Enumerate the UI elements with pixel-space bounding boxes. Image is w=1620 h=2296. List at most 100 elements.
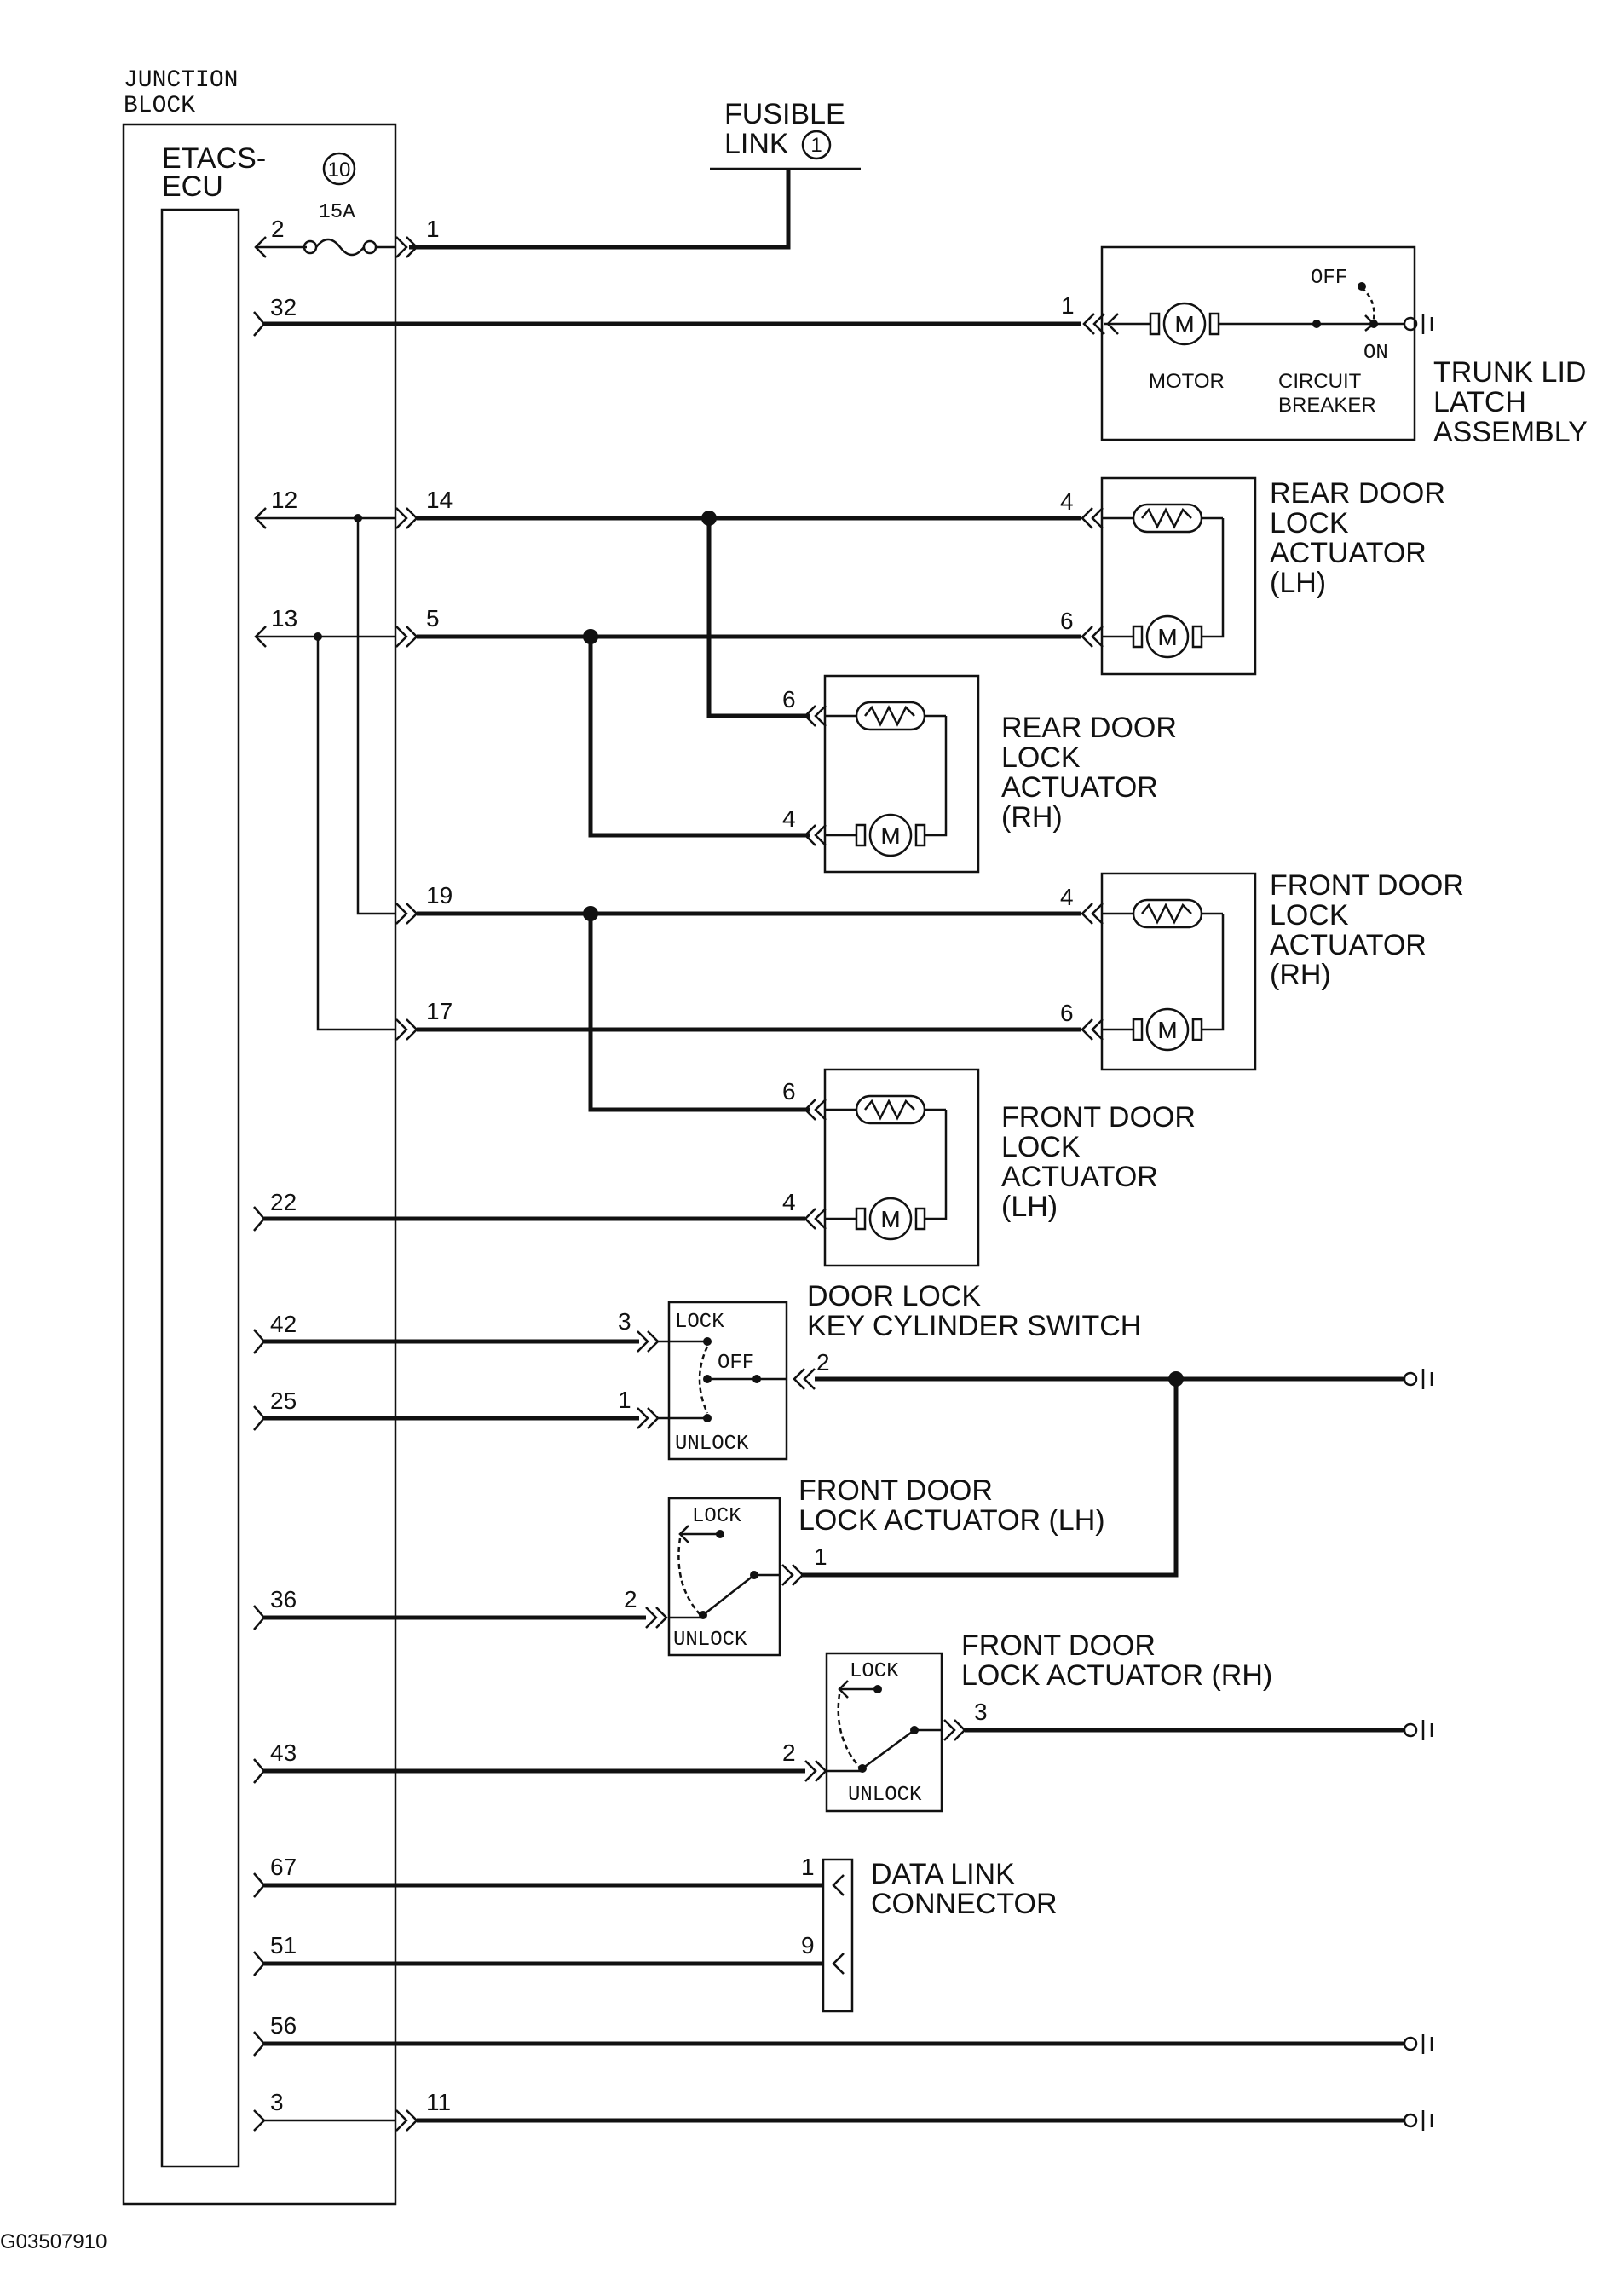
pin-2-label: 2 xyxy=(271,216,285,242)
dlc-name-2: CONNECTOR xyxy=(871,1888,1058,1920)
fuse-row: 2 1 xyxy=(254,216,440,258)
rear-lh-name-4: (LH) xyxy=(1270,567,1326,599)
rear-rh-pin-4: 4 xyxy=(782,805,796,832)
ecu-label-1: ETACS- xyxy=(162,142,266,175)
key-switch-box xyxy=(667,1301,788,1461)
svg-text:M: M xyxy=(880,1206,900,1232)
trunk-off-label: OFF xyxy=(1311,267,1347,290)
trunk-lid-latch: 32 1 M OFF ON MOTOR CIRCUIT BREAKER TRUN… xyxy=(253,245,1588,448)
rear-door-lock-actuator-rh: 6 4 M REAR DOOR LOCK ACTUATOR (RH) xyxy=(782,674,1177,874)
key-switch-name-2: KEY CYLINDER SWITCH xyxy=(807,1310,1141,1342)
dlc-name-1: DATA LINK xyxy=(871,1858,1015,1890)
pin-43-label: 43 xyxy=(270,1739,297,1766)
etacs-ecu-body xyxy=(160,208,240,2168)
fd-lh-switch-box xyxy=(667,1497,781,1657)
rear-lh-pin-6: 6 xyxy=(1060,608,1074,634)
fuse-number: 10 xyxy=(328,159,351,182)
front-lh-name-1: FRONT DOOR xyxy=(1001,1101,1196,1134)
fusible-link: FUSIBLE LINK 1 xyxy=(409,98,861,250)
front-rh-name-3: ACTUATOR xyxy=(1270,929,1427,961)
svg-text:M: M xyxy=(880,822,900,849)
trunk-motor-symbol xyxy=(1162,302,1207,346)
rear-lh-motor xyxy=(1145,614,1190,659)
front-lh-pin-4: 4 xyxy=(782,1189,796,1215)
wire-to-rear-rh-4 xyxy=(588,637,810,838)
pin-12-label: 12 xyxy=(271,487,297,513)
rows-19-17: 19 17 xyxy=(395,882,1081,1112)
trunk-lid-latch-box xyxy=(1100,245,1416,441)
data-link-connector: DATA LINK CONNECTOR 1 9 67 51 xyxy=(253,1854,1058,2013)
rear-rh-pin-6: 6 xyxy=(782,686,796,712)
svg-text:M: M xyxy=(1157,624,1177,650)
row-56: 56 xyxy=(253,2012,1433,2057)
row-22: 22 xyxy=(253,1189,805,1232)
ground-icon xyxy=(1403,1371,1418,1387)
front-lh-name-3: ACTUATOR xyxy=(1001,1161,1158,1193)
front-door-lock-actuator-rh: 4 6 M FRONT DOOR LOCK ACTUATOR (RH) xyxy=(1060,869,1464,1071)
wire-to-fd-lh-pin-1 xyxy=(801,1379,1179,1578)
circuit-breaker-label-1: CIRCUIT xyxy=(1278,370,1362,393)
fuse-symbol xyxy=(315,238,365,257)
trunk-lid-name-2: LATCH xyxy=(1433,386,1526,418)
trunk-motor-m: M xyxy=(1174,311,1194,337)
front-rh-name-1: FRONT DOOR xyxy=(1270,869,1464,902)
front-lh-pin-6: 6 xyxy=(782,1078,796,1105)
fusible-link-number: 1 xyxy=(810,134,822,157)
pin-3-label: 3 xyxy=(270,2089,284,2115)
branch-13-17 xyxy=(316,637,396,1031)
junction-block: JUNCTION BLOCK ETACS- ECU 10 15A xyxy=(122,67,397,2206)
pin-36-label: 36 xyxy=(270,1586,297,1612)
ground-icon xyxy=(1403,2036,1418,2051)
rear-lh-pin-4: 4 xyxy=(1060,488,1074,515)
trunk-on-label: ON xyxy=(1363,342,1388,365)
key-switch-unlock: UNLOCK xyxy=(675,1433,749,1456)
junction-block-title-1: JUNCTION xyxy=(124,67,238,94)
key-switch-pin-2: 2 xyxy=(816,1349,830,1376)
dlc-pin-1: 1 xyxy=(801,1854,815,1880)
pin-56-label: 56 xyxy=(270,2012,297,2039)
fd-lh-switch-name-1: FRONT DOOR xyxy=(798,1474,993,1507)
rear-rh-name-3: ACTUATOR xyxy=(1001,771,1158,804)
fusible-link-wire xyxy=(409,169,791,250)
lock-unlock-rows: 12 14 13 5 xyxy=(254,487,1081,1031)
pin-19-label: 19 xyxy=(426,882,453,909)
key-switch-pin-1: 1 xyxy=(618,1387,631,1413)
rear-rh-name-1: REAR DOOR xyxy=(1001,712,1177,744)
svg-text:M: M xyxy=(1157,1017,1177,1043)
ecu-label-2: ECU xyxy=(162,170,223,203)
wire-to-front-lh-6 xyxy=(588,914,810,1112)
trunk-lid-name-3: ASSEMBLY xyxy=(1433,416,1588,448)
figure-code: G03507910 xyxy=(0,2230,107,2253)
fd-rh-switch-box xyxy=(825,1652,943,1813)
pin-25-label: 25 xyxy=(270,1387,297,1414)
pin-5-label: 5 xyxy=(426,605,440,632)
fd-rh-switch-unlock: UNLOCK xyxy=(848,1784,922,1807)
dlc-pin-9: 9 xyxy=(801,1932,815,1959)
rear-lh-name-1: REAR DOOR xyxy=(1270,477,1445,510)
key-switch-pin-3: 3 xyxy=(618,1308,631,1335)
pin-51-label: 51 xyxy=(270,1932,297,1959)
trunk-lid-name-1: TRUNK LID xyxy=(1433,356,1586,389)
pin-42-label: 42 xyxy=(270,1311,297,1337)
rear-lh-name-2: LOCK xyxy=(1270,507,1349,539)
pin-22-label: 22 xyxy=(270,1189,297,1215)
fd-rh-switch-pin-2: 2 xyxy=(782,1739,796,1766)
front-lh-name-2: LOCK xyxy=(1001,1131,1081,1163)
ground-icon xyxy=(1403,1722,1418,1738)
front-lh-name-4: (LH) xyxy=(1001,1191,1058,1223)
junction-block-outline xyxy=(122,123,397,2206)
fd-rh-switch-name-1: FRONT DOOR xyxy=(961,1630,1156,1662)
fd-lh-switch-pin-2: 2 xyxy=(624,1586,637,1612)
fd-lh-switch-lock: LOCK xyxy=(692,1505,741,1528)
key-switch-off: OFF xyxy=(718,1352,754,1375)
pin-32-label: 32 xyxy=(270,294,297,320)
front-rh-pin-4: 4 xyxy=(1060,884,1074,910)
pin-1-label: 1 xyxy=(426,216,440,242)
rear-door-lock-actuator-lh: 4 6 M REAR DOOR LOCK ACTUATOR (LH) xyxy=(1060,476,1445,676)
fusible-link-label-1: FUSIBLE xyxy=(724,98,845,130)
dlc-box xyxy=(822,1858,854,2013)
front-door-lock-switch-lh: FRONT DOOR LOCK ACTUATOR (LH) LOCK UNLOC… xyxy=(253,1474,1105,1657)
fuse-number-circle xyxy=(322,152,356,186)
row-3-11: 3 11 xyxy=(253,2089,1433,2132)
fd-rh-switch-lock: LOCK xyxy=(850,1660,899,1683)
